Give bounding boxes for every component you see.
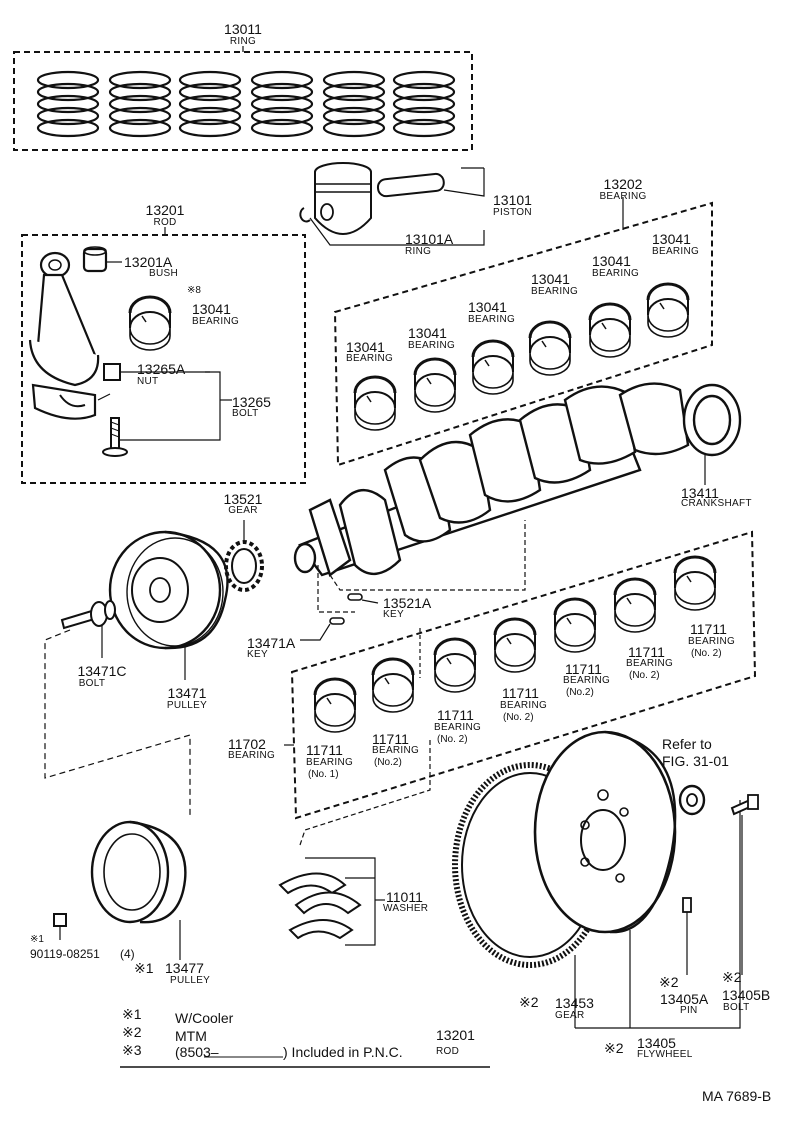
cooler-pulley [53,820,187,960]
rod-group [21,227,306,484]
ring-set [13,46,473,151]
upper-bearing-set [333,197,713,467]
crank-pulley [108,530,229,680]
crankshaft [293,382,742,577]
flywheel-assembly [452,730,759,1029]
pulley-bolt [44,600,191,815]
piston [299,162,485,246]
thrust-washers [278,740,431,946]
main-bearing-set [284,530,757,820]
timing-gear [224,520,264,592]
keys [300,520,526,641]
